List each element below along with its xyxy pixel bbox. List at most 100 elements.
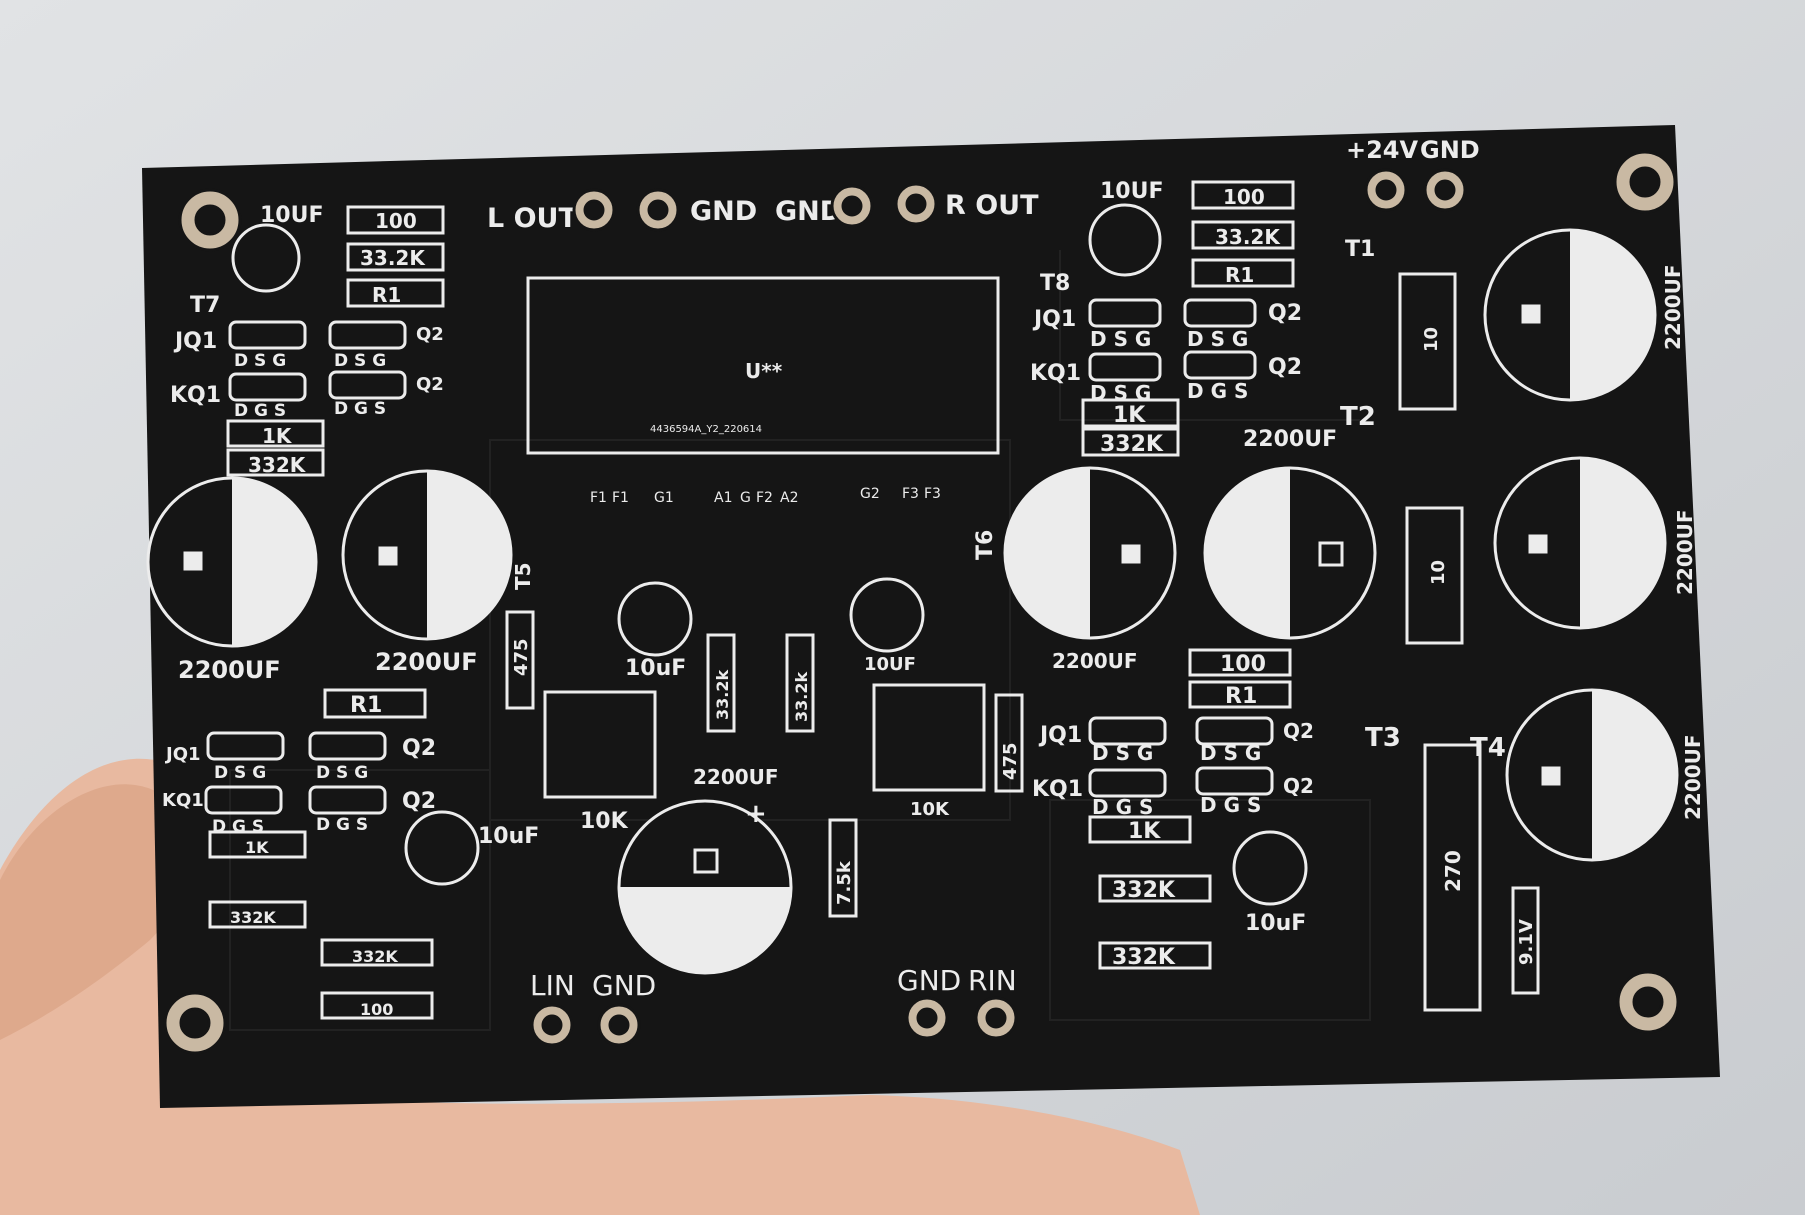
module-pin-label: F3: [924, 486, 941, 502]
module-pin-label: F2: [756, 490, 773, 506]
pins: D G S: [1092, 795, 1153, 819]
value-33k2: 33.2K: [1215, 225, 1281, 249]
value-zener: 9.1V: [1516, 919, 1537, 965]
pads: [163, 150, 1680, 1055]
label-gnd-right: GND: [775, 196, 842, 227]
label-l-out: L OUT: [487, 203, 577, 234]
value-475: 475: [1000, 742, 1021, 780]
value-1k: 1K: [245, 838, 269, 857]
label-rin: RIN: [968, 964, 1017, 997]
ref-t8: T8: [1040, 271, 1070, 296]
value-r1: R1: [1225, 263, 1254, 287]
label-supply-gnd: GND: [1420, 136, 1480, 164]
bottom-connectors: LIN GND GND RIN: [530, 964, 1017, 1002]
module-pin-label: G2: [860, 486, 880, 502]
ref-t4: T4: [1470, 733, 1506, 763]
value-1k: 1K: [262, 424, 293, 448]
pins: D S G: [1187, 327, 1248, 351]
pins: D G S: [334, 399, 386, 419]
value-r10: 10: [1421, 327, 1442, 352]
pcb-board: [142, 125, 1720, 1108]
pins: D S G: [316, 763, 368, 783]
value-10uf: 10uF: [478, 824, 539, 849]
value-1k: 1K: [1113, 403, 1146, 428]
pins: D S G: [1090, 327, 1151, 351]
ref-t5: T5: [511, 562, 535, 590]
value-33k2: 33.2k: [792, 672, 811, 722]
ref-jq1: JQ1: [173, 329, 217, 354]
value-332k: 332K: [1112, 945, 1176, 970]
value-100: 100: [1223, 185, 1265, 209]
value-475: 475: [511, 638, 532, 676]
module-pin-label: A1: [714, 490, 732, 506]
value-270: 270: [1441, 850, 1465, 892]
ref-t7: T7: [190, 293, 220, 318]
module-pin-label: G: [740, 490, 751, 506]
value-2200uf: 2200UF: [178, 656, 281, 684]
pins: D S G: [214, 763, 266, 783]
module-code: 4436594A_Y2_220614: [650, 424, 762, 435]
value-r1: R1: [372, 283, 401, 307]
value-2200uf: 2200UF: [693, 765, 779, 789]
value-2200uf: 2200UF: [1243, 427, 1337, 452]
ref-jq1: JQ1: [164, 744, 201, 765]
pins: D S G: [334, 351, 386, 371]
value-100: 100: [360, 1000, 393, 1019]
value-10k: 10K: [580, 809, 629, 834]
pins: D S G: [1092, 741, 1153, 765]
pins: D G S: [1187, 379, 1248, 403]
value-10uf: 10uF: [625, 656, 686, 681]
pins: D S G: [234, 351, 286, 371]
pins: D S G: [1200, 741, 1261, 765]
value-10uf: 10uF: [1245, 911, 1306, 936]
value-10uf: 10UF: [864, 654, 916, 675]
silkscreen-shapes: [204, 180, 1540, 1020]
pins: D S G: [1090, 381, 1151, 405]
value-7k5: 7.5k: [834, 860, 855, 905]
label-lin-gnd: GND: [592, 969, 656, 1002]
value-2200uf: 2200UF: [1052, 649, 1138, 673]
ref-kq1: KQ1: [170, 383, 221, 408]
top-connectors: L OUT GND GND R OUT +24V GND: [487, 136, 1480, 234]
label-lin: LIN: [530, 969, 575, 1002]
value-10uf: 10UF: [260, 203, 324, 228]
ref-t2: T2: [1340, 402, 1376, 432]
value-2200uf: 2200UF: [1661, 264, 1685, 350]
thumb: [0, 784, 192, 1040]
label-r-out: R OUT: [945, 190, 1039, 221]
ref-q2: Q2: [402, 736, 436, 761]
value-332k: 332K: [1112, 878, 1176, 903]
ref-kq1: KQ1: [1030, 361, 1081, 386]
module-ref: U**: [745, 359, 783, 383]
value-r1: R1: [1225, 684, 1257, 709]
module-pin-label: G1: [654, 490, 674, 506]
pins: D G S: [212, 817, 264, 837]
ref-t6: T6: [973, 530, 998, 560]
label-supply: +24V: [1346, 136, 1419, 164]
pins: D G S: [316, 815, 368, 835]
ref-t1: T1: [1345, 237, 1375, 262]
label-rin-gnd: GND: [897, 964, 961, 997]
value-332k: 332K: [230, 908, 276, 927]
value-332k: 332K: [1100, 432, 1164, 457]
value-2200uf: 2200UF: [1681, 734, 1705, 820]
value-r1: R1: [350, 693, 382, 718]
module-pin-label: F1: [590, 490, 607, 506]
value-1k: 1K: [1128, 819, 1161, 844]
pins: D G S: [234, 401, 286, 421]
ref-kq1: KQ1: [1032, 777, 1083, 802]
pins: D G S: [1200, 793, 1261, 817]
value-r10: 10: [1428, 560, 1449, 585]
module-outline: U** 4436594A_Y2_220614 F1 F1 G1 A1 G F2 …: [526, 276, 1000, 506]
value-100: 100: [375, 209, 417, 233]
module-pin-label: A2: [780, 490, 798, 506]
polarity-mark: +: [745, 799, 767, 829]
ref-q2: Q2: [1283, 774, 1314, 798]
value-10uf: 10UF: [1100, 179, 1164, 204]
ref-t3: T3: [1365, 723, 1401, 753]
silkscreen-labels: 10UF 100 33.2K R1 T7 JQ1 KQ1 Q2 Q2 D S G…: [162, 179, 1705, 1019]
value-33k2: 33.2K: [360, 246, 426, 270]
ref-q2: Q2: [1268, 301, 1302, 326]
ref-kq1: KQ1: [162, 790, 204, 811]
